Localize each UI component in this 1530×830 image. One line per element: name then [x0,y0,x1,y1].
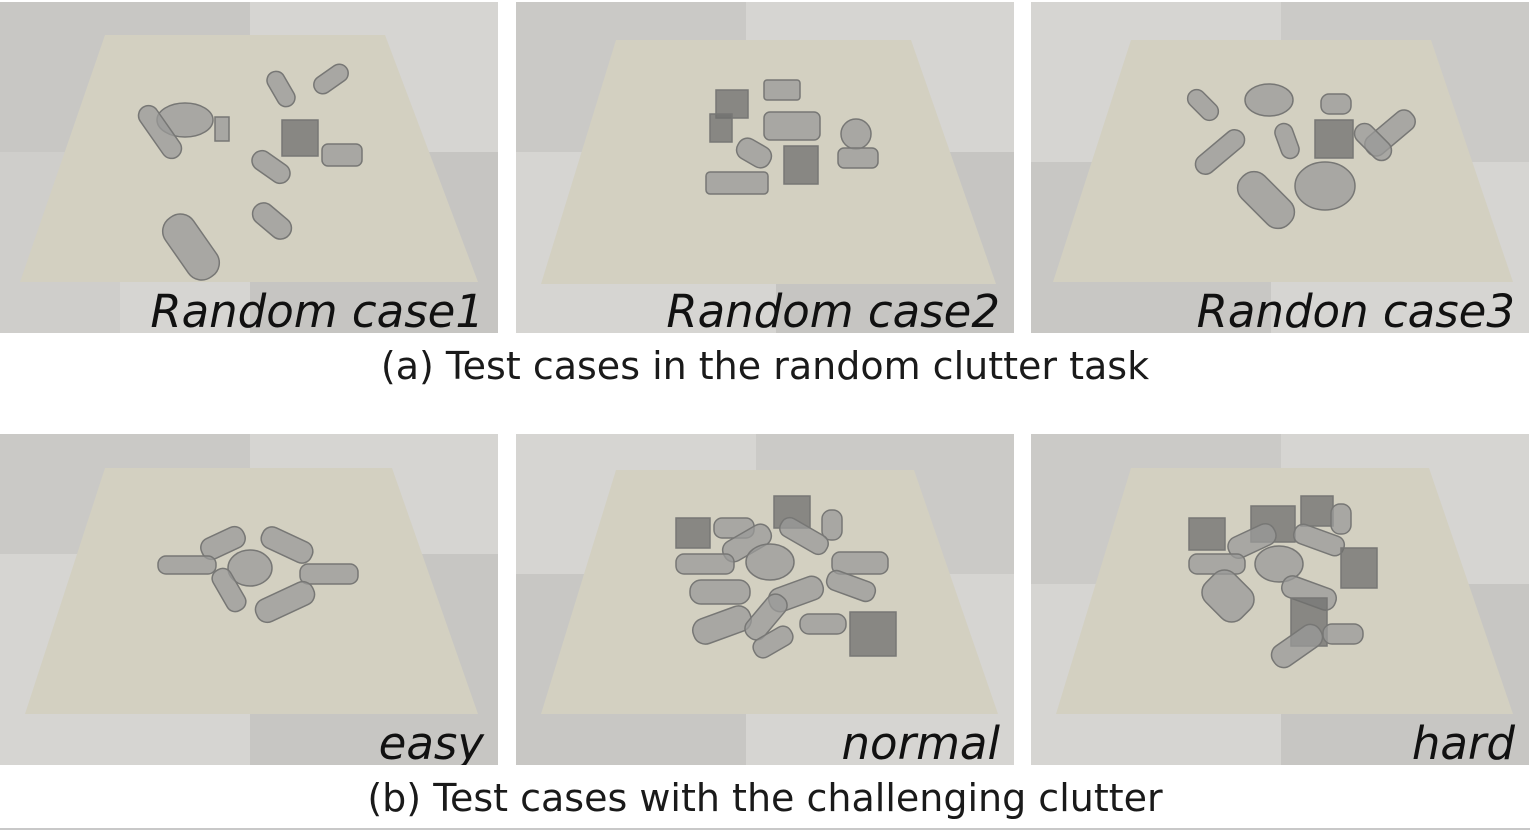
object-cluster [157,525,359,624]
bottom-rule [0,828,1530,830]
scene-hard: hard [1031,434,1529,765]
panel-label-random-case1: Random case1 [150,285,484,333]
table-surface [20,35,478,282]
panel-label-normal: normal [841,717,1000,765]
object-cluster [137,63,363,281]
panel-label-random-case2: Random case2 [666,285,1000,333]
scene-easy: easy [0,434,498,765]
caption-b: (b) Test cases with the challenging clut… [367,776,1163,820]
scene-random-case3: Randon case3 [1031,2,1529,333]
object-cluster [1186,83,1416,230]
caption-a: (a) Test cases in the random clutter tas… [380,344,1150,388]
table-surface [25,468,478,714]
scene-normal: normal [516,434,1014,765]
object-cluster [675,495,897,659]
panel-label-hard: hard [1411,717,1515,765]
object-cluster [705,79,879,195]
table-surface [1053,40,1513,282]
panel-label-random-case3: Randon case3 [1196,285,1515,333]
panel-label-easy: easy [378,717,484,765]
scene-random-case1: Random case1 [0,2,498,333]
object-cluster [1188,495,1378,669]
scene-random-case2: Random case2 [516,2,1014,333]
